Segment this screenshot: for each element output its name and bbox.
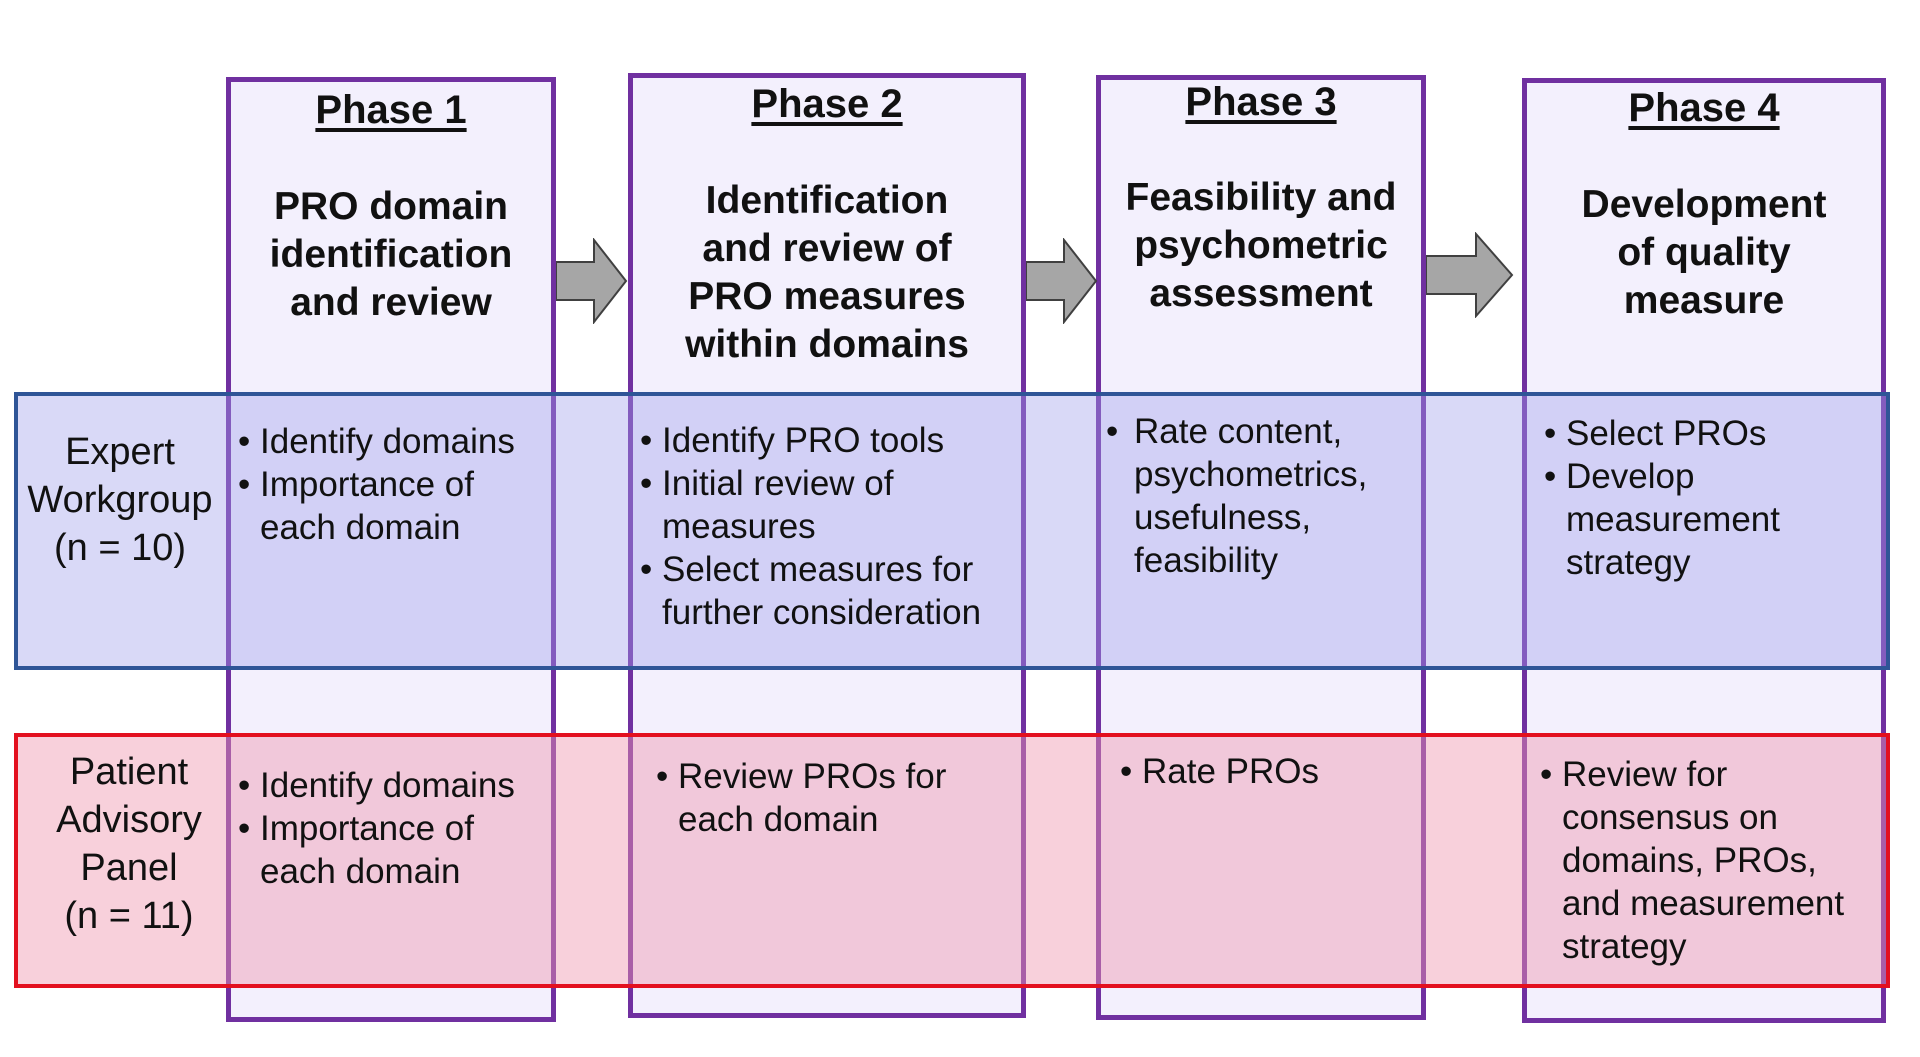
phase-desc-line: Identification (705, 179, 949, 222)
list-item: •Identify PRO tools (640, 419, 1015, 462)
phase-4-title: Phase 4 (1628, 86, 1780, 130)
patient-phase-1-list: •Identify domains •Importance of each do… (238, 764, 538, 893)
phase-desc-line: Feasibility and (1125, 176, 1397, 219)
phase-1-description: PRO domain identification and review (226, 183, 556, 327)
patient-advisory-band (14, 733, 1890, 988)
phase-desc-line: within domains (685, 323, 969, 366)
list-item: •Importance of each domain (238, 807, 538, 893)
item-text: Identify PRO tools (662, 421, 945, 460)
list-item: •Select PROs (1544, 412, 1864, 455)
item-text: Identify domains (260, 766, 515, 805)
item-text: Identify domains (260, 422, 515, 461)
list-item: • Rate content, psychometrics, usefulness… (1106, 410, 1411, 582)
bullet-icon: • (640, 550, 653, 589)
list-item: •Review PROs for each domain (656, 755, 956, 841)
item-text: Review PROs for each domain (678, 757, 947, 839)
list-item: •Identify domains (238, 764, 538, 807)
patient-advisory-label: Patient Advisory Panel (n = 11) (14, 748, 244, 940)
list-item: •Develop measurement strategy (1544, 455, 1864, 584)
item-text: Rate content, psychometrics, usefulness,… (1134, 412, 1368, 580)
item-text: Importance of each domain (260, 465, 474, 547)
item-text: Select measures for further consideratio… (662, 550, 982, 632)
phase-1-title: Phase 1 (315, 88, 467, 132)
phase-desc-line: PRO measures (688, 275, 966, 318)
phase-desc-line: assessment (1149, 272, 1373, 315)
expert-workgroup-band (14, 392, 1890, 670)
phase-desc-line: of quality (1617, 231, 1791, 274)
list-item: •Identify domains (238, 420, 538, 463)
item-text: Develop measurement strategy (1566, 457, 1780, 582)
phase-2-title: Phase 2 (751, 82, 903, 126)
item-text: Review for consensus on domains, PROs, a… (1562, 755, 1845, 966)
arrow-right-icon (1426, 232, 1514, 318)
expert-phase-1-list: •Identify domains •Importance of each do… (238, 420, 538, 549)
list-item: •Select measures for further considerati… (640, 548, 1015, 634)
bullet-icon: • (238, 422, 251, 461)
bullet-icon: • (238, 766, 251, 805)
list-item: •Review for consensus on domains, PROs, … (1540, 753, 1860, 968)
phase-1-column (226, 77, 556, 1022)
row-label-line: Expert (65, 431, 175, 473)
item-text: Importance of each domain (260, 809, 474, 891)
phase-4-column (1522, 78, 1886, 1023)
patient-phase-2-list: •Review PROs for each domain (656, 755, 956, 841)
bullet-icon: • (640, 421, 653, 460)
expert-phase-2-list: •Identify PRO tools •Initial review of m… (640, 419, 1015, 634)
patient-phase-3-list: •Rate PROs (1120, 750, 1410, 793)
bullet-icon: • (1106, 412, 1119, 451)
row-label-line: Patient (69, 751, 189, 793)
bullet-icon: • (1544, 457, 1557, 496)
phase-2-description: Identification and review of PRO measure… (628, 177, 1026, 369)
expert-workgroup-label: Expert Workgroup (n = 10) (14, 428, 226, 572)
phase-3-description: Feasibility and psychometric assessment (1096, 174, 1426, 318)
phase-desc-line: and review (290, 281, 492, 324)
bullet-icon: • (640, 464, 653, 503)
expert-phase-3-list: • Rate content, psychometrics, usefulness… (1106, 410, 1411, 582)
bullet-icon: • (656, 757, 669, 796)
bullet-icon: • (238, 465, 251, 504)
arrow-right-icon (1026, 238, 1098, 324)
list-item: •Initial review of measures (640, 462, 1015, 548)
bullet-icon: • (1544, 414, 1557, 453)
expert-phase-4-list: •Select PROs •Develop measurement strate… (1544, 412, 1864, 584)
list-item: •Importance of each domain (238, 463, 538, 549)
row-label-line: Panel (80, 847, 178, 889)
item-text: Select PROs (1566, 414, 1767, 453)
phase-2-column (628, 73, 1026, 1018)
arrow-right-icon (556, 238, 628, 324)
row-label-line: (n = 11) (64, 895, 194, 937)
phase-3-title: Phase 3 (1185, 80, 1337, 124)
list-item: •Rate PROs (1120, 750, 1410, 793)
phase-3-column (1096, 75, 1426, 1020)
row-label-line: (n = 10) (53, 527, 187, 569)
phase-4-description: Development of quality measure (1522, 181, 1886, 325)
row-label-line: Workgroup (27, 479, 213, 521)
bullet-icon: • (1120, 752, 1133, 791)
phase-desc-line: measure (1623, 279, 1785, 322)
phase-desc-line: identification (269, 233, 513, 276)
phase-desc-line: Development (1581, 183, 1827, 226)
bullet-icon: • (1540, 755, 1553, 794)
phase-desc-line: psychometric (1134, 224, 1388, 267)
phase-desc-line: PRO domain (273, 185, 509, 228)
item-text: Rate PROs (1142, 752, 1319, 791)
item-text: Initial review of measures (662, 464, 894, 546)
patient-phase-4-list: •Review for consensus on domains, PROs, … (1540, 753, 1860, 968)
phase-desc-line: and review of (702, 227, 952, 270)
row-label-line: Advisory (56, 799, 202, 841)
bullet-icon: • (238, 809, 251, 848)
